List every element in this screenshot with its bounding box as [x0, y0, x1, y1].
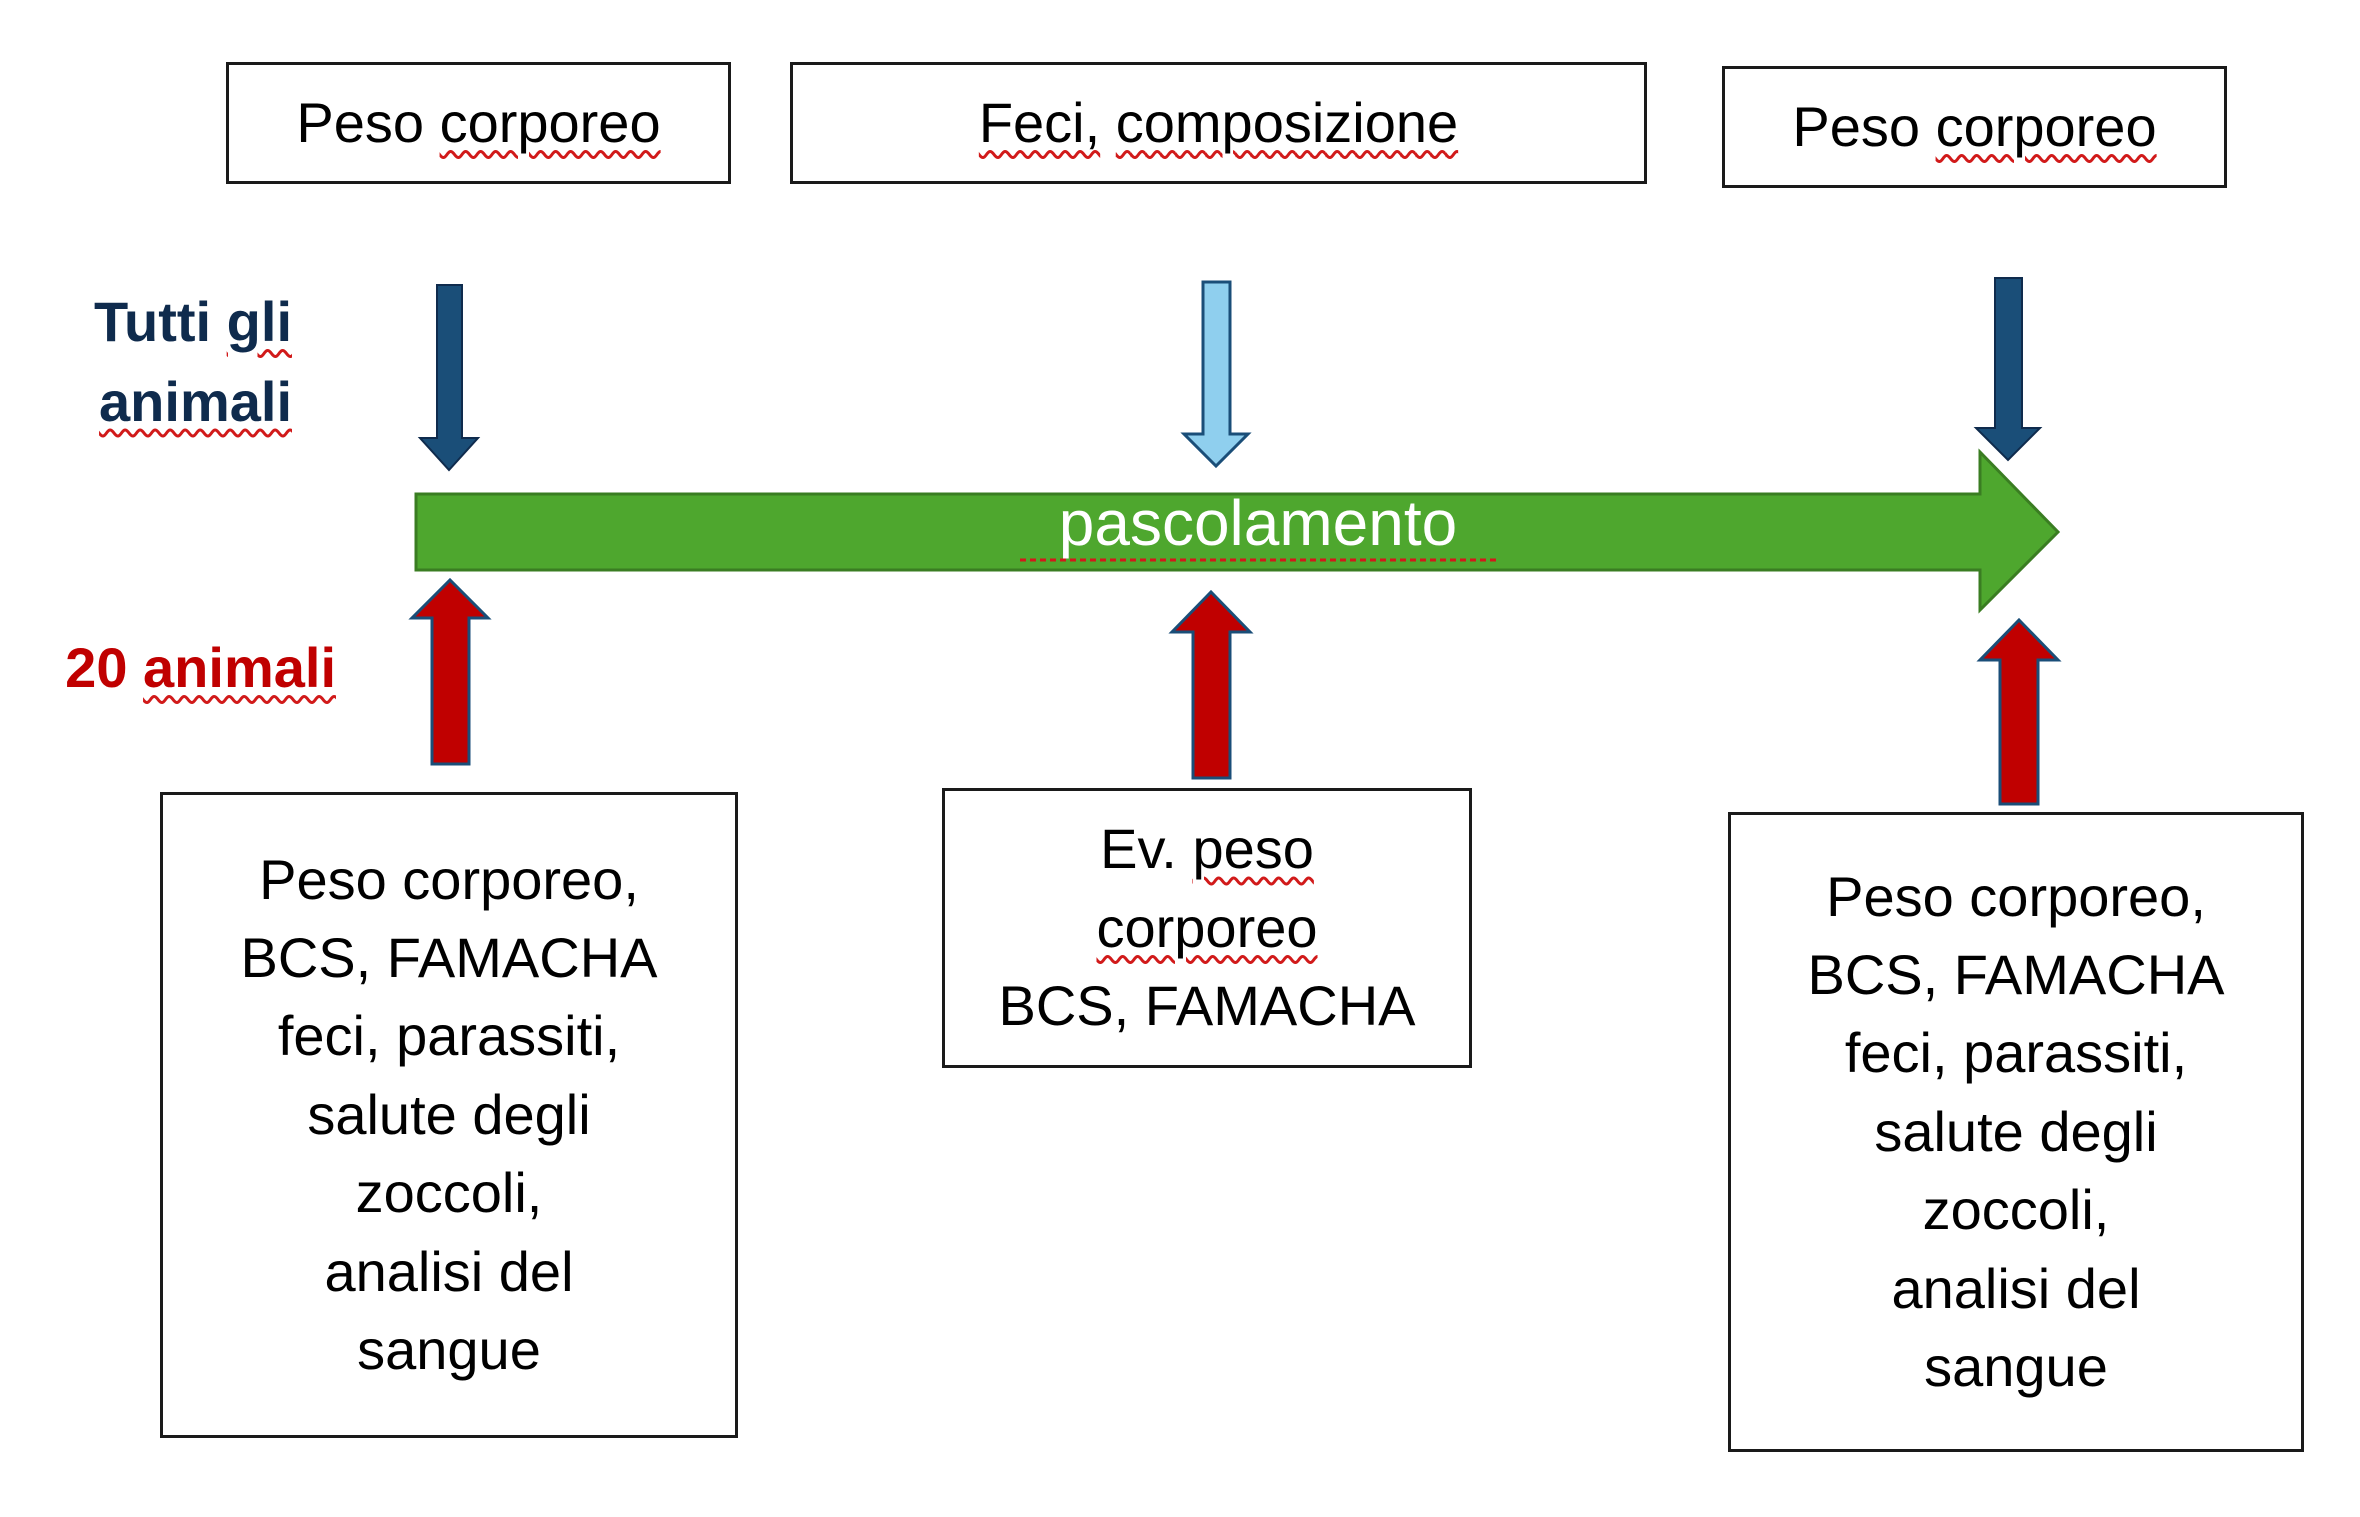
top-box-1-word-1: Peso — [296, 90, 425, 154]
up-arrow-3 — [1976, 617, 2062, 806]
bottom-box-3-line-7: sangue — [1924, 1334, 2108, 1398]
timeline-label: pascolamento — [1059, 487, 1457, 559]
top-box-3-word-2: corporeo — [1935, 94, 2157, 158]
label-all-animals-line-2: animali — [99, 369, 292, 433]
bottom-box-3-line-2: BCS, FAMACHA — [1807, 943, 2225, 1007]
bottom-box-2: Ev. peso corporeo BCS, FAMACHA — [942, 788, 1472, 1068]
label-all-animals: Tutti gli animali — [70, 282, 292, 441]
bottom-box-1-line-4: salute degli — [307, 1082, 591, 1146]
label-20-animals-word: animali — [143, 636, 336, 699]
top-box-2-word-1: Feci, — [978, 90, 1101, 154]
top-box-2: Feci, composizione — [790, 62, 1647, 184]
timeline-arrow — [414, 448, 2061, 614]
bottom-box-3-line-6: analisi del — [1891, 1256, 2141, 1320]
top-box-3-word-1: Peso — [1792, 94, 1921, 158]
label-20-animals: 20 animali — [30, 628, 336, 708]
top-box-1-word-2: corporeo — [439, 90, 661, 154]
up-arrow-2 — [1168, 589, 1254, 780]
down-arrow-1 — [417, 284, 481, 472]
bottom-box-3-line-1: Peso corporeo, — [1826, 864, 2206, 928]
bottom-box-2-word-2: peso — [1192, 817, 1314, 881]
bottom-box-1-line-7: sangue — [357, 1317, 541, 1381]
label-all-animals-word-2: gli — [226, 290, 292, 353]
bottom-box-1: Peso corporeo, BCS, FAMACHA feci, parass… — [160, 792, 738, 1438]
bottom-box-1-line-6: analisi del — [324, 1239, 574, 1303]
bottom-box-3-line-4: salute degli — [1874, 1099, 2158, 1163]
bottom-box-1-line-5: zoccoli, — [355, 1161, 543, 1225]
bottom-box-2-line-3: BCS, FAMACHA — [998, 974, 1416, 1038]
bottom-box-3-line-5: zoccoli, — [1922, 1178, 2110, 1242]
top-box-1: Peso corporeo — [226, 62, 731, 184]
top-box-2-word-2: composizione — [1115, 90, 1459, 154]
bottom-box-1-line-2: BCS, FAMACHA — [240, 926, 658, 990]
bottom-box-3: Peso corporeo, BCS, FAMACHA feci, parass… — [1728, 812, 2304, 1452]
bottom-box-1-line-1: Peso corporeo, — [259, 847, 639, 911]
label-all-animals-word-1: Tutti — [93, 290, 212, 353]
bottom-box-2-word-1: Ev. — [1100, 817, 1177, 881]
bottom-box-2-line-2: corporeo — [1096, 895, 1318, 959]
bottom-box-3-line-3: feci, parassiti, — [1844, 1021, 2188, 1085]
up-arrow-1 — [408, 577, 492, 766]
down-arrow-3 — [1973, 277, 2043, 462]
bottom-box-1-line-3: feci, parassiti, — [277, 1004, 621, 1068]
down-arrow-2 — [1180, 280, 1252, 469]
top-box-3: Peso corporeo — [1722, 66, 2227, 188]
label-20-animals-number: 20 — [65, 636, 128, 699]
